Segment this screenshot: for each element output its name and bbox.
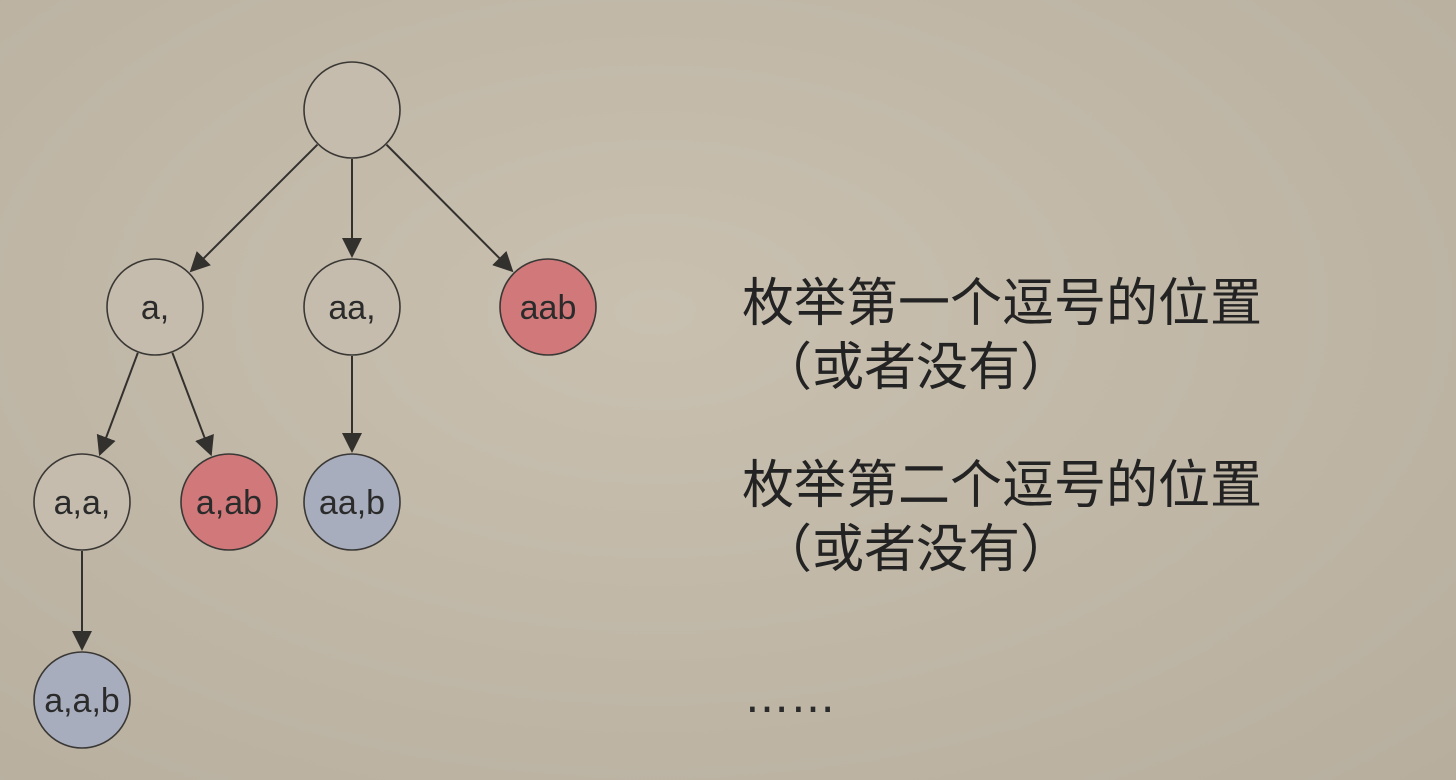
tree-edges: [72, 143, 514, 651]
node-aab: aab: [499, 258, 597, 356]
node-a_a_b: a,a,b: [33, 651, 131, 749]
node-circle-a_ab: [180, 453, 278, 551]
node-circle-aa_b: [303, 453, 401, 551]
node-circle-aa_: [303, 258, 401, 356]
node-circle-aab: [499, 258, 597, 356]
node-label-a_ab: a,ab: [196, 484, 262, 522]
edge-a_-to-a_ab: [171, 352, 214, 457]
node-a_a_: a,a,: [33, 453, 131, 551]
node-label-a_a_b: a,a,b: [44, 682, 120, 720]
node-a_: a,: [106, 258, 204, 356]
note-block-1: 枚举第一个逗号的位置 （或者没有）: [742, 272, 1442, 400]
node-label-aa_b: aa,b: [319, 484, 385, 522]
edge-root-to-aab: [385, 144, 514, 273]
node-circle-a_: [106, 258, 204, 356]
node-label-aa_: aa,: [328, 289, 375, 327]
tree-diagram: a, aa, aab a,a, a,ab aa,b a,a,b: [33, 61, 597, 749]
note-sub-1: （或者没有）: [760, 338, 1073, 398]
node-circle-a_a_: [33, 453, 131, 551]
note-block-2: 枚举第二个逗号的位置 （或者没有）: [742, 454, 1442, 582]
note-line-2: 枚举第二个逗号的位置: [742, 456, 1263, 516]
edge-root-to-a_: [189, 143, 319, 273]
notes-panel: 枚举第一个逗号的位置 （或者没有） 枚举第二个逗号的位置 （或者没有）: [742, 272, 1442, 582]
tree-nodes: a, aa, aab a,a, a,ab aa,b a,a,b: [33, 61, 597, 749]
node-label-a_: a,: [141, 289, 169, 327]
node-label-a_a_: a,a,: [54, 484, 111, 522]
edge-a_-to-a_a_: [96, 352, 139, 457]
ellipsis-text: ……: [745, 672, 837, 723]
note-line-1: 枚举第一个逗号的位置: [742, 274, 1263, 334]
node-root: [303, 61, 401, 159]
node-circle-root: [303, 61, 401, 159]
node-circle-a_a_b: [33, 651, 131, 749]
node-a_ab: a,ab: [180, 453, 278, 551]
node-aa_: aa,: [303, 258, 401, 356]
node-label-aab: aab: [520, 289, 577, 327]
note-sub-2: （或者没有）: [760, 520, 1073, 580]
node-aa_b: aa,b: [303, 453, 401, 551]
